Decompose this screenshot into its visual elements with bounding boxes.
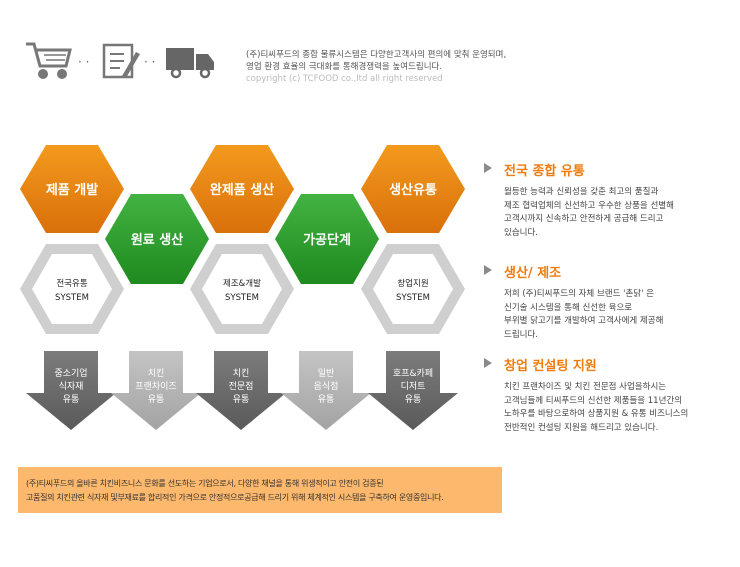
system-hex-3-line2: SYSTEM [396,293,430,303]
dots-1: · · [78,55,89,69]
system-hex-3: 창업지원 SYSTEM [361,244,465,334]
section-3-line-4: 전반적인 컨설팅 지원을 해드리고 있습니다. [504,422,659,433]
dots-2: · · [144,55,155,69]
section-2-line-1: 저희 (주)티씨푸드의 자체 브랜드 '촌닭' 은 [504,289,654,299]
footer-line-2: 고품질의 치킨관련 식자재 및부재료를 합리적인 가격으로 안정적으로공급해 드… [26,493,444,502]
section-1-line-4: 있습니다. [504,227,538,238]
section-production: 생산/ 제조 저희 (주)티씨푸드의 자체 브랜드 '촌닭' 은 신기술 시스템… [484,262,729,342]
truck-icon [166,48,214,79]
system-hex-2: 제조&개발 SYSTEM [190,244,294,334]
section-3-line-3: 노하우를 바탕으로하여 상품지원 & 유통 비즈니스의 [504,409,689,419]
arrow-4-line1: 일반 [318,368,335,379]
section-3-title: 창업 컨설팅 지원 [504,359,597,374]
footer-line-1: (주)티씨푸드의 올바른 치킨비즈니스 문화를 선도하는 기업으로서, 다양한 … [26,479,384,488]
header-text: (주)티씨푸드의 종합 물류시스템은 다양한고객사의 편의에 맞춰 운영되며, … [246,49,506,85]
green-hex-2: 가공단계 [275,194,379,284]
arrow-5: 호프&카페 디저트 유통 [368,351,458,430]
section-2-line-3: 부위별 닭고기를 개발하여 고객사에게 제공해 [504,316,664,326]
arrow-2: 치킨 프랜차이즈 유통 [111,351,201,430]
arrow-4-line3: 유통 [318,394,335,405]
orange-hex-2: 완제품 생산 [190,145,294,233]
system-hex-1: 전국유통 SYSTEM [20,244,124,334]
cart-icon [26,42,72,79]
header-line-1: (주)티씨푸드의 종합 물류시스템은 다양한고객사의 편의에 맞춰 운영되며, [246,50,507,60]
arrow-2-line2: 프랜차이즈 [135,380,176,392]
section-1-body: 월등한 능력과 신뢰성을 갖춘 최고의 품질과 제조 협력업체의 신선하고 우수… [504,186,729,240]
orange-hex-3: 생산유통 [361,145,465,233]
section-2-body: 저희 (주)티씨푸드의 자체 브랜드 '촌닭' 은 신기술 시스템을 통해 신선… [504,288,729,342]
arrow-3-line2: 전문점 [229,380,254,392]
arrow-5-line2: 디저트 [401,381,426,392]
header-icons: · · · · [26,42,214,79]
arrow-2-line3: 유통 [148,394,165,405]
arrow-4: 일반 음식점 유통 [281,351,371,430]
section-1-line-3: 고객시까지 신속하고 안전하게 공급해 드리고 [504,214,664,224]
triangle-bullet-icon [484,358,492,368]
section-1-title: 전국 종합 유통 [504,164,585,179]
green-hex-2-label: 가공단계 [303,232,351,248]
system-hex-2-line1: 제조&개발 [223,278,261,289]
arrow-2-line1: 치킨 [148,367,165,379]
section-3-line-2: 고객님들께 티씨푸드의 신선한 제품들을 11년간의 [504,395,683,406]
system-hex-3-line1: 창업지원 [397,279,428,289]
arrow-1-line3: 유통 [63,394,80,405]
footer-banner: (주)티씨푸드의 올바른 치킨비즈니스 문화를 선도하는 기업으로서, 다양한 … [18,467,502,513]
section-1-line-2: 제조 협력업체의 신선하고 우수한 상품을 선별해 [504,200,674,211]
arrow-1: 중소기업 식자재 유통 [26,351,116,430]
green-hex-1: 원료 생산 [105,194,209,284]
section-3-body: 치킨 프랜차이즈 및 치킨 전문점 사업을하시는 고객님들께 티씨푸드의 신선한… [504,381,729,435]
section-3-line-1: 치킨 프랜차이즈 및 치킨 전문점 사업을하시는 [504,382,667,392]
header-line-2: 영업 환경 효율의 극대화를 통해경쟁력을 높여드립니다. [246,62,443,72]
arrow-5-line1: 호프&카페 [393,368,433,379]
section-2-line-2: 신기술 시스템을 통해 신선한 육으로 [504,302,633,313]
orange-hex-3-label: 생산유통 [389,182,437,198]
footer-text: (주)티씨푸드의 올바른 치킨비즈니스 문화를 선도하는 기업으로서, 다양한 … [26,477,444,505]
orange-hex-1: 제품 개발 [20,145,124,233]
arrow-3-line3: 유통 [233,394,250,405]
section-nationwide-distribution: 전국 종합 유통 월등한 능력과 신뢰성을 갖춘 최고의 품질과 제조 협력업체… [484,160,729,240]
system-hex-1-line2: SYSTEM [55,293,89,303]
system-hex-2-line2: SYSTEM [225,293,259,303]
system-hex-1-line1: 전국유통 [56,278,87,289]
orange-hex-1-label: 제품 개발 [46,182,98,198]
triangle-bullet-icon [484,265,492,275]
arrow-5-line3: 유통 [405,394,422,405]
arrow-4-line2: 음식점 [314,380,339,392]
checklist-icon [102,43,140,79]
arrow-1-line2: 식자재 [59,381,84,392]
section-startup-consulting: 창업 컨설팅 지원 치킨 프랜차이즈 및 치킨 전문점 사업을하시는 고객님들께… [484,355,729,435]
arrow-3-line1: 치킨 [233,367,250,379]
green-hex-1-label: 원료 생산 [131,232,183,248]
section-2-title: 생산/ 제조 [504,266,562,281]
copyright-text: copyright (c) TCFOOD co.,ltd all right r… [246,74,443,84]
section-2-line-4: 드립니다. [504,329,538,340]
arrow-1-line1: 중소기업 [54,368,87,379]
section-1-line-1: 월등한 능력과 신뢰성을 갖춘 최고의 품질과 [504,187,659,197]
orange-hex-2-label: 완제품 생산 [210,182,274,198]
arrow-3: 치킨 전문점 유통 [196,351,286,430]
triangle-bullet-icon [484,163,492,173]
